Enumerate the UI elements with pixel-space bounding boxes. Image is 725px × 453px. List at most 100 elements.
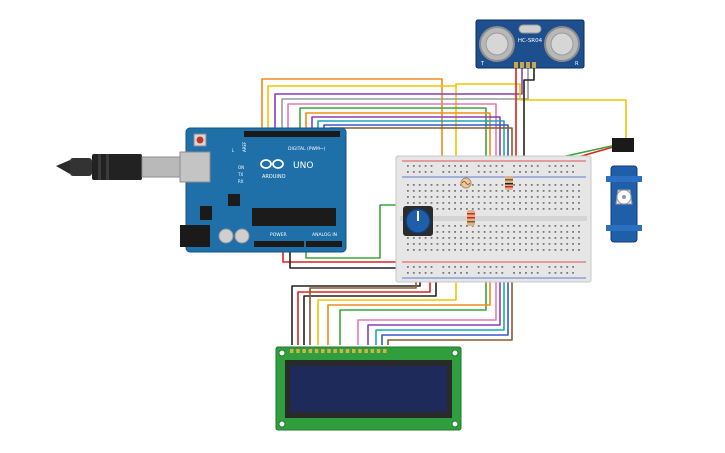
breadboard-hole [566, 249, 569, 251]
breadboard-hole [530, 171, 533, 173]
breadboard-hole [566, 196, 569, 198]
potentiometer[interactable] [403, 206, 433, 236]
lcd-pin[interactable] [383, 349, 387, 353]
breadboard-hole [436, 231, 439, 233]
sensor-pin-trig[interactable] [520, 62, 524, 68]
breadboard-hole [466, 272, 468, 274]
breadboard-hole [536, 165, 539, 167]
lcd-pin[interactable] [327, 349, 331, 353]
breadboard-hole [471, 184, 474, 186]
resistor-1[interactable] [505, 176, 513, 190]
breadboard-hole [578, 190, 580, 192]
breadboard-hole [572, 243, 574, 245]
breadboard-hole [448, 231, 451, 233]
breadboard-hole [536, 243, 539, 245]
breadboard-hole [412, 237, 415, 239]
breadboard-hole [477, 249, 480, 251]
breadboard-hole [424, 272, 427, 274]
breadboard-hole [572, 237, 574, 239]
breadboard-hole [418, 165, 421, 167]
lcd-pin[interactable] [345, 349, 350, 353]
breadboard-hole [442, 171, 445, 173]
small-chip [228, 194, 240, 206]
breadboard-hole [501, 231, 504, 233]
lcd-pin[interactable] [352, 349, 356, 353]
breadboard-hole [448, 249, 451, 251]
servo-motor[interactable] [606, 138, 642, 243]
sensor-transducer-right-mesh [550, 32, 574, 56]
breadboard-hole [519, 249, 521, 251]
breadboard-hole [442, 266, 445, 268]
lcd-pin[interactable] [308, 349, 313, 353]
aref-label: AREF [242, 141, 247, 152]
breadboard-hole [477, 225, 480, 227]
breadboard-hole [572, 266, 574, 268]
resistor-2[interactable] [467, 210, 475, 226]
breadboard-hole [536, 196, 539, 198]
breadboard[interactable] [395, 155, 592, 283]
resistor-2-band-1 [467, 213, 475, 215]
breadboard-hole [418, 171, 421, 173]
lcd-pin[interactable] [358, 349, 362, 353]
lcd-pin[interactable] [376, 349, 381, 353]
lcd-pin[interactable] [339, 349, 344, 353]
breadboard-hole [525, 208, 527, 210]
breadboard-hole [442, 190, 445, 192]
breadboard-hole [483, 208, 486, 210]
breadboard-hole [554, 243, 557, 245]
breadboard-hole [519, 243, 521, 245]
breadboard-hole [566, 266, 569, 268]
breadboard-hole [560, 184, 563, 186]
breadboard-hole [525, 184, 527, 186]
breadboard-hole [454, 184, 456, 186]
breadboard-hole [548, 165, 551, 167]
sensor-pin-vcc[interactable] [514, 62, 518, 68]
breadboard-hole [578, 225, 580, 227]
usb-port [179, 151, 211, 183]
sensor-pin-gnd[interactable] [532, 62, 536, 68]
breadboard-hole [460, 196, 462, 198]
lcd-pin[interactable] [370, 349, 375, 353]
breadboard-hole [454, 231, 456, 233]
breadboard-hole [407, 196, 409, 198]
lcd-display[interactable] [275, 346, 462, 431]
lcd-pin[interactable] [302, 349, 306, 353]
breadboard-hole [495, 165, 498, 167]
photoresistor-track [461, 181, 471, 185]
breadboard-hole [548, 171, 551, 173]
breadboard-hole [424, 237, 427, 239]
sensor-pin-echo[interactable] [526, 62, 530, 68]
lcd-pin[interactable] [321, 349, 325, 353]
breadboard-hole [418, 243, 421, 245]
reset-button-cap[interactable] [196, 136, 204, 144]
lcd-pin[interactable] [296, 349, 300, 353]
lcd-pin[interactable] [290, 349, 294, 353]
voltage-regulator [200, 206, 212, 220]
breadboard-hole [407, 184, 409, 186]
arduino-uno[interactable]: AREF DIGITAL (PWM~) UNO ARDUINO TX RX ON… [179, 127, 347, 253]
breadboard-hole [483, 225, 486, 227]
wire-yellow-servo-signal [455, 83, 627, 140]
breadboard-hole [572, 272, 574, 274]
wire-purple-d11 [274, 68, 523, 131]
breadboard-hole [430, 184, 433, 186]
breadboard-hole [495, 266, 498, 268]
lcd-pin[interactable] [364, 349, 368, 353]
lcd-pin[interactable] [314, 349, 319, 353]
breadboard-hole [418, 190, 421, 192]
breadboard-hole [442, 243, 445, 245]
breadboard-hole [436, 190, 439, 192]
breadboard-hole [536, 184, 539, 186]
lcd-pin[interactable] [333, 349, 337, 353]
ultrasonic-sensor[interactable]: HC-SR04 T R [475, 19, 585, 69]
breadboard-hole [407, 266, 409, 268]
breadboard-hole [430, 202, 433, 204]
breadboard-hole [560, 202, 563, 204]
breadboard-hole [530, 225, 533, 227]
breadboard-hole [513, 237, 515, 239]
breadboard-hole [477, 272, 480, 274]
breadboard-hole [454, 208, 456, 210]
photoresistor[interactable] [460, 177, 472, 189]
servo-shaft-center [622, 195, 626, 199]
breadboard-hole [495, 249, 498, 251]
